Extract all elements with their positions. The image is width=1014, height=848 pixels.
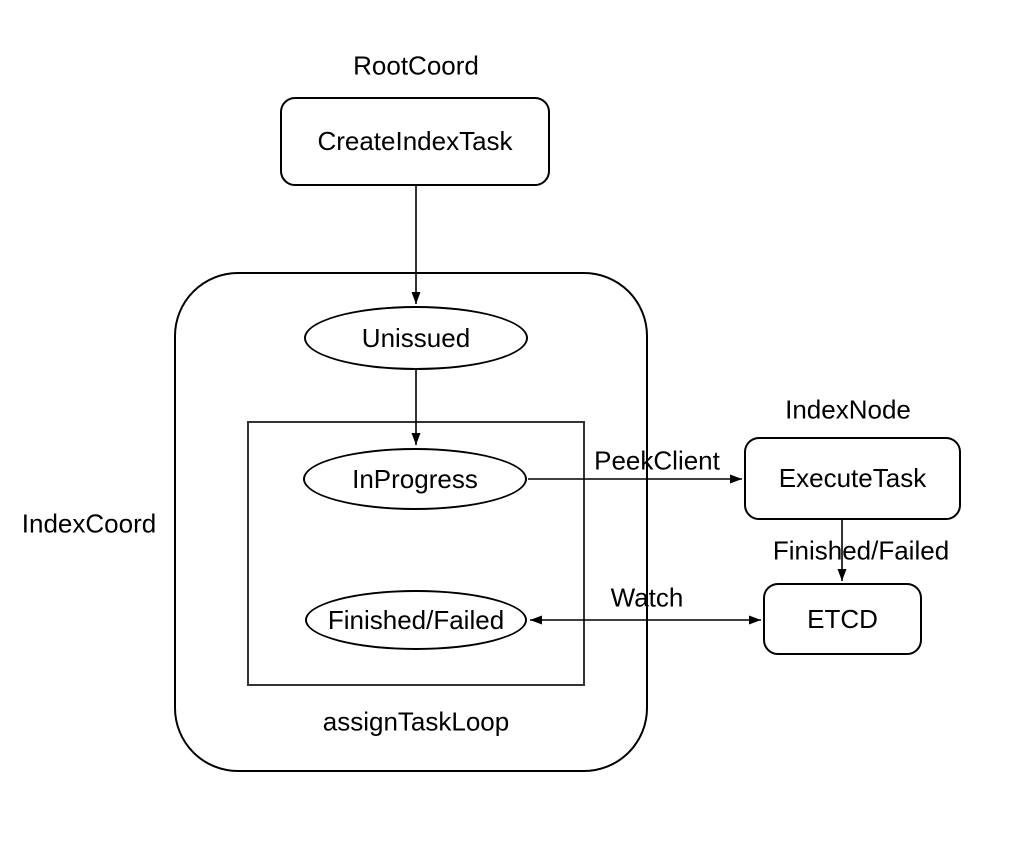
finished-failed-edge-label: Finished/Failed bbox=[772, 535, 950, 566]
watch-edge-label: Watch bbox=[610, 582, 684, 613]
peek-client-edge-label: PeekClient bbox=[594, 445, 720, 476]
etcd-label: ETCD bbox=[807, 603, 878, 634]
unissued-state-label: Unissued bbox=[361, 322, 471, 353]
create-index-task-node: CreateIndexTask bbox=[280, 97, 550, 186]
execute-task-label: ExecuteTask bbox=[778, 463, 927, 493]
index-node-group-label: IndexNode bbox=[785, 394, 911, 425]
finished-failed-state-label: Finished/Failed bbox=[327, 604, 505, 635]
index-coord-container bbox=[174, 272, 648, 772]
in-progress-state-node: InProgress bbox=[303, 448, 527, 510]
unissued-state-node: Unissued bbox=[304, 306, 528, 370]
root-coord-group-label: RootCoord bbox=[353, 50, 479, 81]
execute-task-node: ExecuteTask bbox=[744, 437, 961, 520]
assign-task-loop-group-label: assignTaskLoop bbox=[322, 706, 510, 737]
finished-failed-state-node: Finished/Failed bbox=[305, 590, 527, 650]
index-coord-group-label: IndexCoord bbox=[21, 508, 157, 539]
etcd-node: ETCD bbox=[763, 583, 922, 655]
in-progress-state-label: InProgress bbox=[352, 463, 478, 494]
create-index-task-label: CreateIndexTask bbox=[317, 126, 513, 156]
